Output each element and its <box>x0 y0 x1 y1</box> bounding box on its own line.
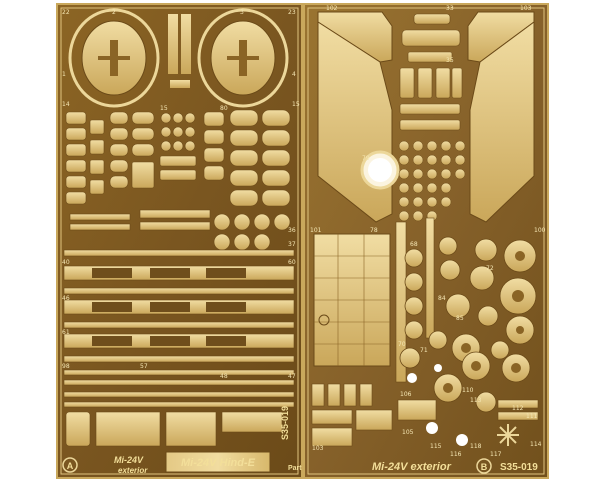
part-number-label: 84 <box>438 295 446 302</box>
part-number-label: 78 <box>370 227 378 234</box>
sheet-a-brand: Part <box>288 465 302 472</box>
part-number-label: 103 <box>520 5 532 12</box>
part-number-label: 40 <box>62 259 70 266</box>
part-number-label: 100 <box>534 227 546 234</box>
center-strips <box>168 14 191 88</box>
part-number-label: 71 <box>420 347 428 354</box>
sheet-a-marker: A Mi-24V exterior <box>62 455 148 475</box>
part-number-label: 33 <box>446 5 454 12</box>
part-number-label: 116 <box>450 451 462 458</box>
small-discs-grid <box>398 140 466 222</box>
part-number-label: 72 <box>486 265 494 272</box>
top-center-parts-b <box>399 13 463 131</box>
oval-hatch-right <box>197 8 289 108</box>
part-number-label: 111 <box>526 413 538 420</box>
model-name-plate: Mi-24V Hind-E <box>165 451 271 473</box>
part-number-label: 117 <box>490 451 502 458</box>
part-number-label: 114 <box>530 441 542 448</box>
part-number-label: 79 <box>362 155 370 162</box>
part-number-label: 101 <box>310 227 322 234</box>
sheet-a-model-line2: exterior <box>118 466 148 475</box>
part-number-label: 2 <box>112 9 116 16</box>
part-numbers-a: 22 2 3 23 1 4 14 15 40 46 61 98 57 48 47… <box>62 9 300 380</box>
part-number-label: 37 <box>288 241 296 248</box>
part-number-label: 105 <box>402 429 414 436</box>
part-number-label: 68 <box>410 241 418 248</box>
ladder-panels <box>63 249 295 363</box>
part-number-label: 46 <box>62 295 70 302</box>
part-number-label: 118 <box>470 443 482 450</box>
part-number-label: 4 <box>292 71 296 78</box>
part-number-label: 14 <box>62 101 70 108</box>
part-number-label: 80 <box>220 105 228 112</box>
part-number-label: 22 <box>62 9 70 16</box>
part-number-label: 112 <box>512 405 524 412</box>
part-number-label: 98 <box>62 363 70 370</box>
part-number-label: 23 <box>288 9 296 16</box>
part-number-label: 15 <box>160 105 168 112</box>
part-number-label: 85 <box>456 315 464 322</box>
sheet-a-side-code: S35-019 <box>280 406 290 440</box>
part-number-label: 15 <box>292 101 300 108</box>
sheet-b-code: S35-019 <box>500 462 538 473</box>
sheet-b-model-label: Mi-24V exterior <box>372 461 452 473</box>
part-number-label: 47 <box>288 373 296 380</box>
part-number-label: 35 <box>446 57 454 64</box>
part-number-label: 106 <box>400 391 412 398</box>
small-parts-grid-a <box>65 109 291 251</box>
part-number-label: 110 <box>462 387 474 394</box>
plate-label: Mi-24V Hind-E <box>181 457 256 469</box>
part-number-label: 115 <box>430 443 442 450</box>
lower-parts-b <box>311 383 539 447</box>
part-number-label: 60 <box>288 259 296 266</box>
sheet-a-model-line1: Mi-24V <box>114 455 144 465</box>
fret-sheet-b: Mi-24V exterior B S35-019 102 103 33 35 … <box>303 3 549 479</box>
part-number-label: 57 <box>140 363 148 370</box>
part-numbers-b: 102 103 33 35 79 78 101 100 68 72 84 70 … <box>310 5 546 458</box>
part-number-label: 70 <box>398 341 406 348</box>
part-number-label: 61 <box>62 329 70 336</box>
sheet-a-letter: A <box>67 461 74 471</box>
part-number-label: 3 <box>240 9 244 16</box>
part-number-label: 1 <box>62 71 66 78</box>
part-number-label: 36 <box>288 227 296 234</box>
part-number-label: 102 <box>326 5 338 12</box>
part-number-label: 103 <box>312 445 324 452</box>
round-window <box>360 150 400 190</box>
grid-panel-b <box>313 233 391 367</box>
star-part <box>497 424 519 446</box>
sheet-b-letter: B <box>481 462 488 472</box>
fret-sheet-a: Mi-24V Hind-E A Mi-24V exterior S35-019 … <box>56 3 303 479</box>
sheet-b-label: Mi-24V exterior B S35-019 <box>372 458 538 474</box>
part-number-label: 113 <box>470 397 482 404</box>
wheel-parts <box>399 236 537 446</box>
part-number-label: 48 <box>220 373 228 380</box>
oval-hatch-left <box>68 8 160 108</box>
lower-strips-a <box>63 369 295 447</box>
vertical-strip-b2 <box>425 217 435 339</box>
